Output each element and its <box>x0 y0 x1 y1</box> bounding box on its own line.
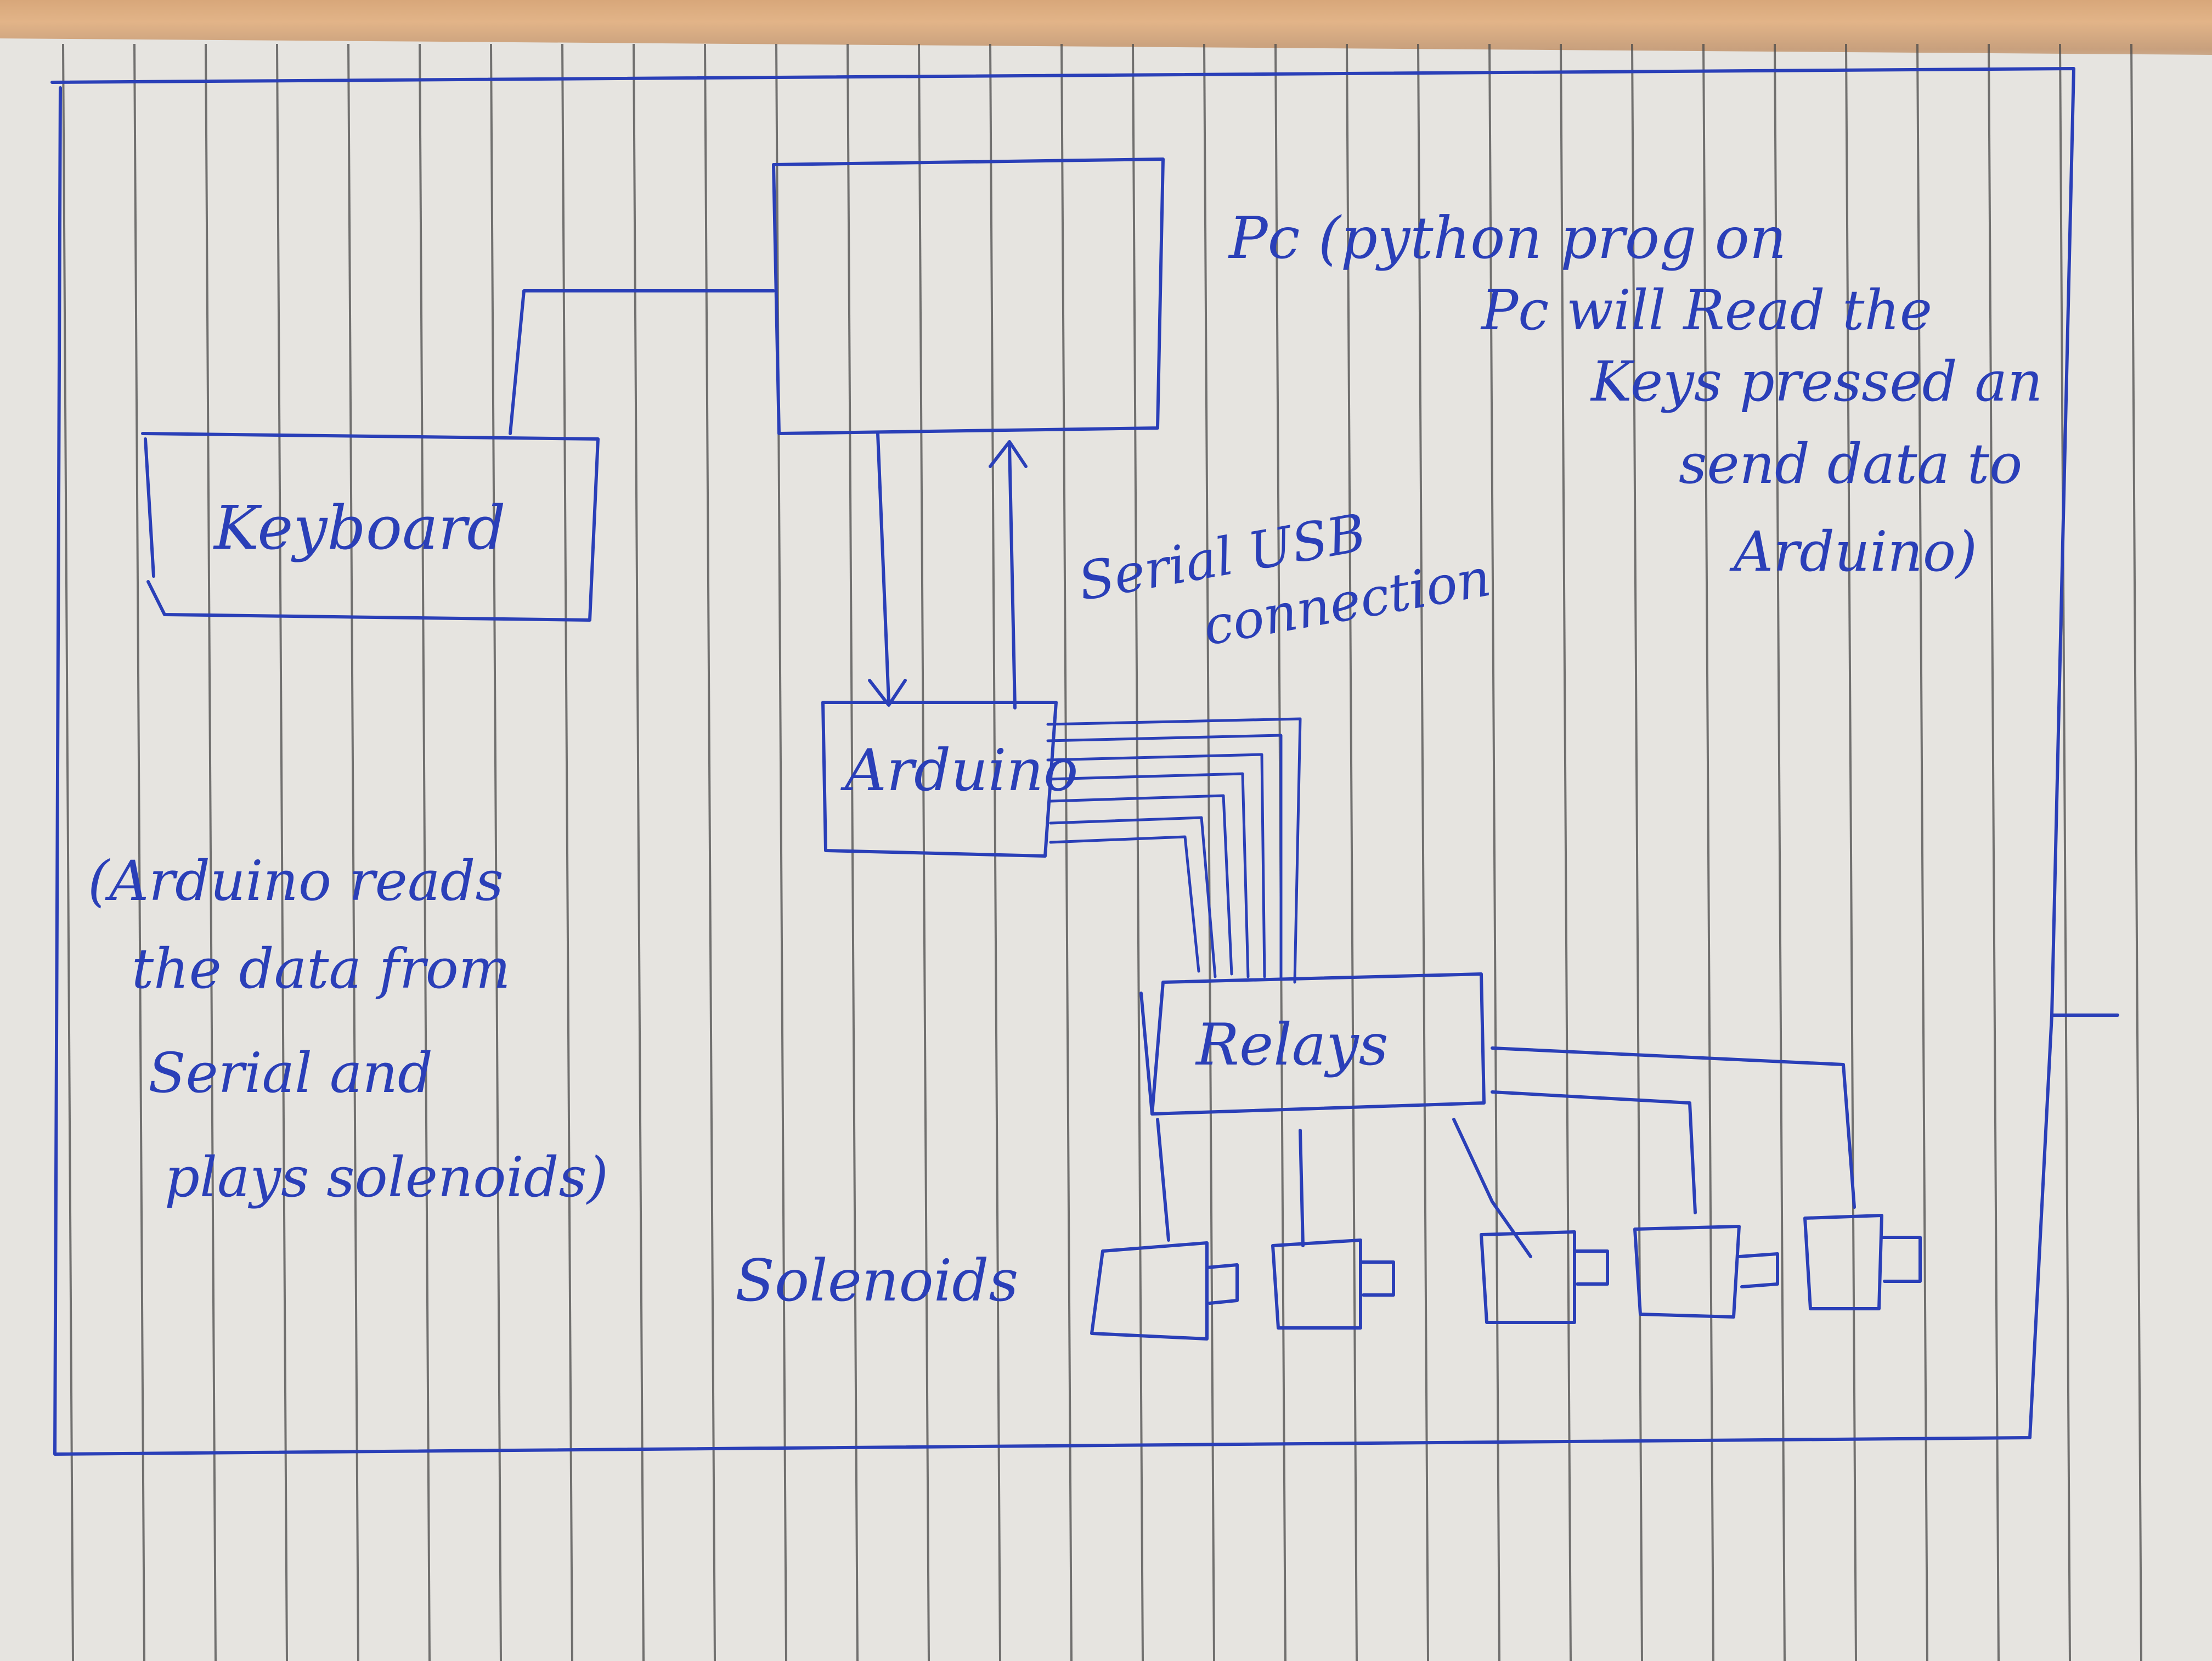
ruled-line <box>1702 43 1714 1661</box>
paper-sheet <box>0 38 2212 1661</box>
relays-box <box>1139 972 1486 1116</box>
ruled-line <box>276 43 288 1661</box>
ruled-line <box>1060 43 1073 1661</box>
arduino-box <box>821 701 1058 858</box>
arduino-note: (Arduino reads the data from Serial and … <box>88 849 608 1209</box>
relays-label: Relays <box>1195 1011 1389 1078</box>
ruled-line <box>2130 43 2142 1661</box>
solenoid-2 <box>1271 1238 1395 1330</box>
solenoid-3 <box>1480 1230 1609 1324</box>
solenoids-label: Solenoids <box>735 1247 1018 1314</box>
arduino-note-line: plays solenoids) <box>165 1145 608 1209</box>
ruled-line <box>2059 43 2071 1661</box>
arduino-note-line: the data from <box>132 937 511 1001</box>
ruled-line <box>205 43 217 1661</box>
ruled-line <box>490 43 502 1661</box>
keyboard-pc-wire <box>509 289 775 435</box>
ruled-line <box>347 43 359 1661</box>
ruled-line <box>1845 43 1857 1661</box>
arduino-label: Arduino <box>840 737 1078 804</box>
ruled-line <box>1488 43 1500 1661</box>
keyboard-box <box>141 432 600 622</box>
ruled-line <box>1916 43 1928 1661</box>
serial-usb-arrows <box>868 432 1028 710</box>
ruled-line <box>989 43 1001 1661</box>
keyboard-label: Keyboard <box>213 493 506 563</box>
ruled-line <box>1988 43 2000 1661</box>
pc-box <box>772 157 1165 435</box>
pc-note-line: Arduino) <box>1729 520 1977 584</box>
pc-note-line: Pc will Read the <box>1480 278 1932 342</box>
outer-border <box>50 67 2119 1456</box>
ruled-line <box>1774 43 1786 1661</box>
ruled-line <box>704 43 716 1661</box>
ruled-line <box>1417 43 1429 1661</box>
ruled-line <box>62 43 74 1661</box>
solenoid-row <box>1090 1214 1922 1341</box>
solenoid-4 <box>1633 1225 1779 1319</box>
relay-solenoid-wires <box>1156 1046 1856 1258</box>
pc-note: Pc (python prog on Pc will Read the Keys… <box>1228 205 2042 584</box>
solenoid-1 <box>1090 1241 1239 1341</box>
arduino-relays-wires <box>1046 717 1302 984</box>
ruled-line <box>1132 43 1144 1661</box>
ruled-line <box>1560 43 1572 1661</box>
arduino-note-line: Serial and <box>148 1041 433 1105</box>
pc-note-line: Pc (python prog on <box>1228 205 1786 272</box>
ruled-line <box>133 43 145 1661</box>
ruled-line <box>1631 43 1643 1661</box>
pc-note-line: send data to <box>1679 432 2022 496</box>
ruled-line <box>561 43 573 1661</box>
ruled-line <box>1203 43 1215 1661</box>
arduino-note-line: (Arduino reads <box>88 849 504 913</box>
ruled-line <box>633 43 645 1661</box>
solenoid-5 <box>1803 1214 1922 1310</box>
pc-note-line: Keys pressed an <box>1590 350 2042 414</box>
ruled-line <box>419 43 431 1661</box>
ruled-lines <box>62 43 2142 1661</box>
ruled-line <box>1346 43 1358 1661</box>
